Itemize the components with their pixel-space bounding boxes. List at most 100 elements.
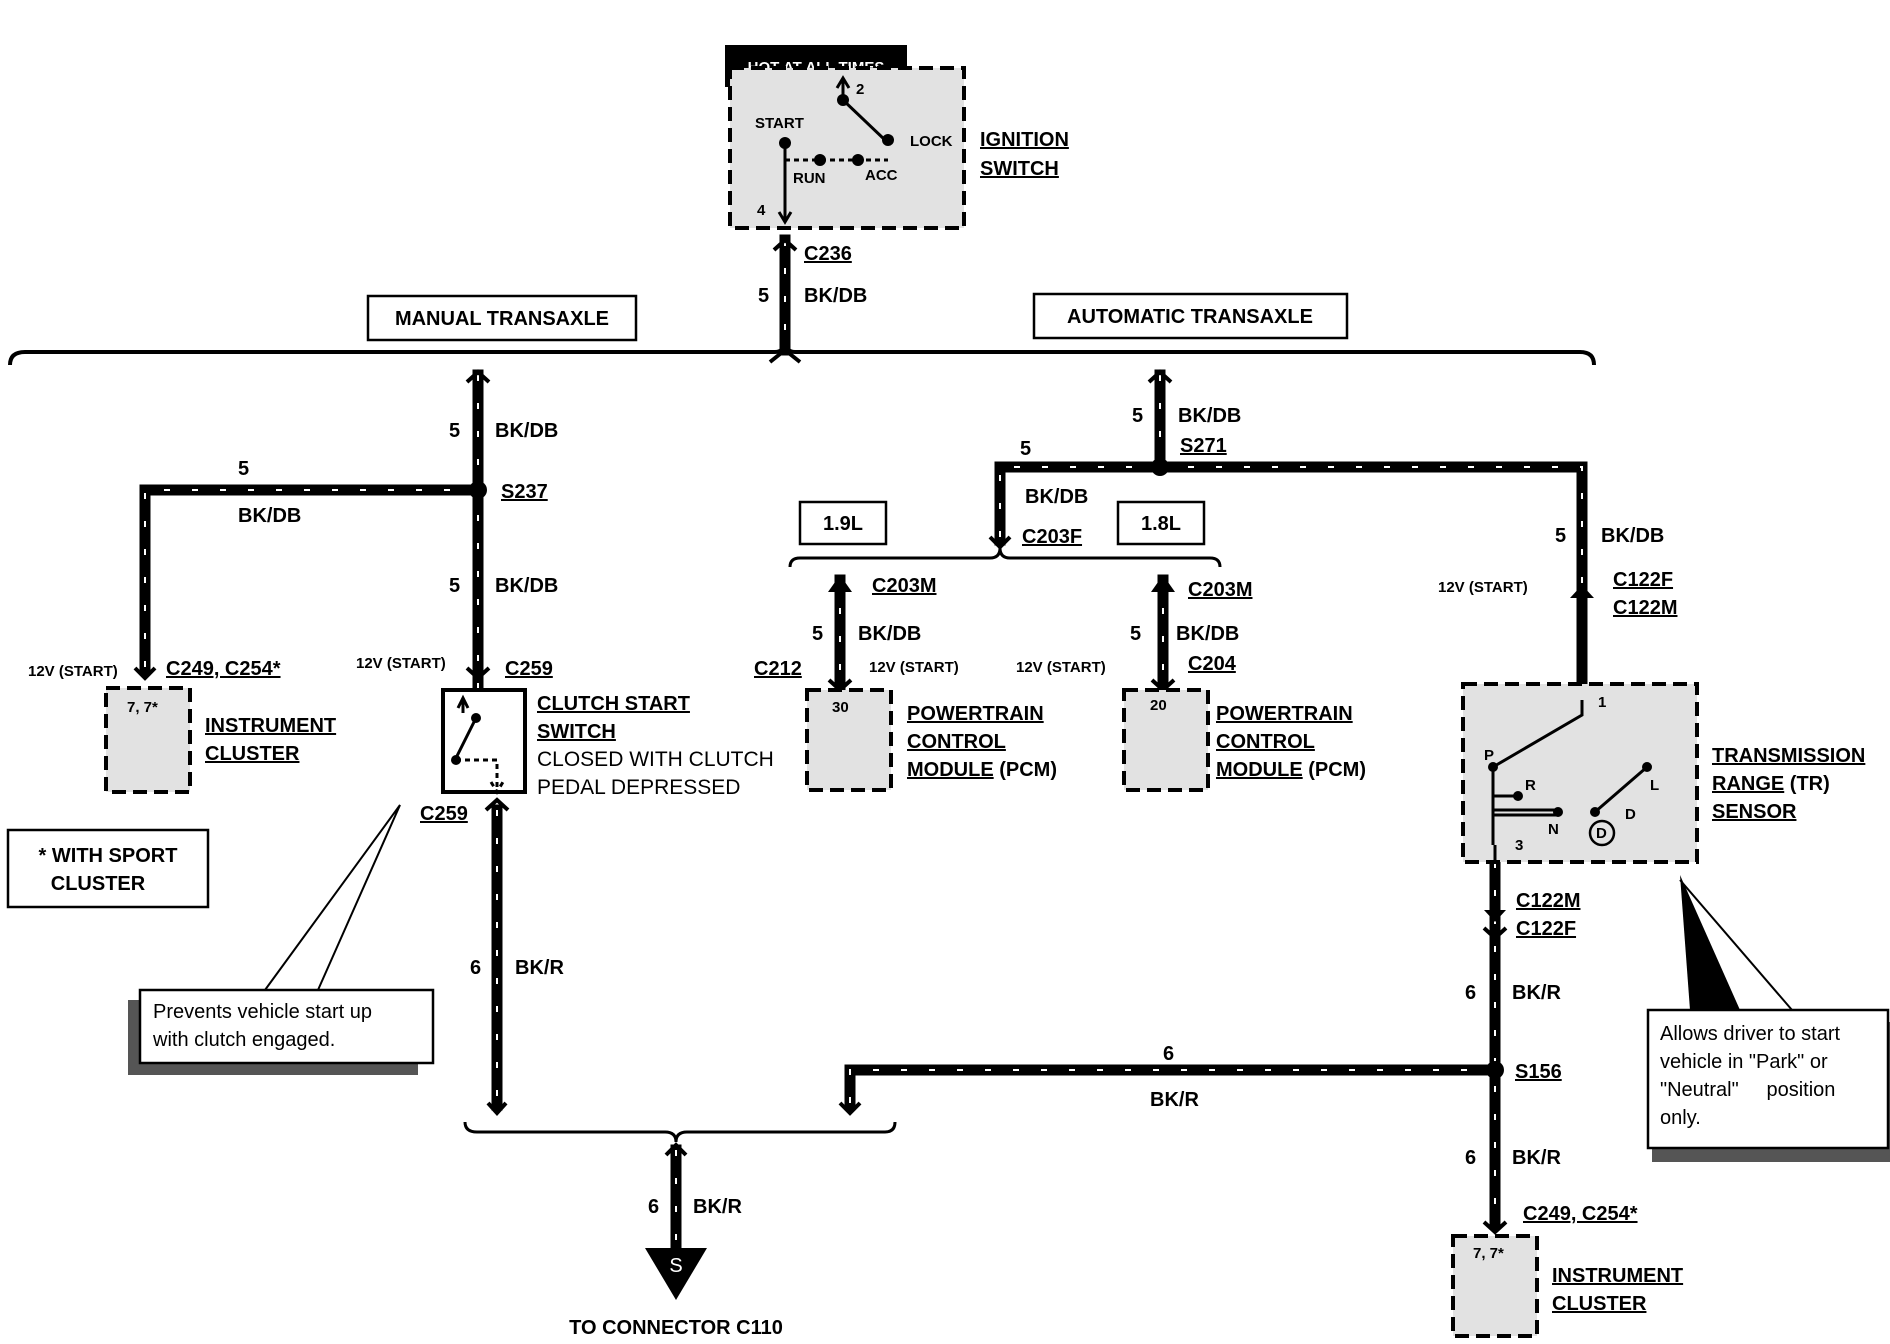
pcm18-12v-start: 12V (START) bbox=[1016, 659, 1106, 676]
connector-c203m-19: C203M bbox=[872, 575, 936, 597]
connector-c122m-bottom: C122M bbox=[1516, 890, 1580, 912]
engine-19-label: 1.9L bbox=[823, 513, 863, 535]
pcm-18-name-2: CONTROL bbox=[1216, 731, 1315, 753]
ignition-switch-name-1: IGNITION bbox=[980, 129, 1069, 151]
tr-callout-line-2: vehicle in "Park" or bbox=[1660, 1051, 1828, 1073]
splice-s271: S271 bbox=[1180, 435, 1227, 457]
clutch-callout-pointer bbox=[264, 804, 401, 991]
connector-marks bbox=[133, 237, 1594, 1235]
ignition-start-label: START bbox=[755, 115, 804, 132]
connector-c249-c254-left: C249, C254* bbox=[166, 658, 281, 680]
clutch-12v-start: 12V (START) bbox=[356, 655, 446, 672]
automatic-transaxle-label: AUTOMATIC TRANSAXLE bbox=[1067, 306, 1313, 328]
transaxle-bracket bbox=[8, 339, 1596, 366]
cluster-name-right-2: CLUSTER bbox=[1552, 1293, 1647, 1315]
pcm-19l bbox=[805, 688, 893, 792]
connector-c204: C204 bbox=[1188, 653, 1237, 675]
pcm-18-name-1: POWERTRAIN bbox=[1216, 703, 1353, 725]
wire-number-5-s237: 5 bbox=[238, 458, 249, 480]
ignition-lock-label: LOCK bbox=[910, 133, 953, 150]
pcm19-12v-start: 12V (START) bbox=[869, 659, 959, 676]
tr-pin-3: 3 bbox=[1515, 837, 1523, 854]
connector-c212: C212 bbox=[754, 658, 802, 680]
instrument-cluster-left bbox=[104, 686, 192, 794]
wire-number-5-pcm19: 5 bbox=[812, 623, 823, 645]
wire-number-6-clutch: 6 bbox=[470, 957, 481, 979]
tr-pin-1: 1 bbox=[1598, 694, 1606, 711]
wire-color-bkdb-pcm19: BK/DB bbox=[858, 623, 921, 645]
ignition-switch-name-2: SWITCH bbox=[980, 158, 1059, 180]
tr-sensor-name-1: TRANSMISSION bbox=[1712, 745, 1865, 767]
tr-callout-pointer bbox=[1680, 875, 1740, 1010]
tr-sensor-name-2: RANGE (TR) bbox=[1712, 773, 1830, 795]
ignition-pin-4: 4 bbox=[757, 202, 766, 219]
instrument-cluster-right bbox=[1451, 1234, 1539, 1338]
ignition-switch: START RUN ACC LOCK 2 4 bbox=[728, 66, 966, 230]
tr-pos-r: R bbox=[1525, 777, 1536, 794]
wire-color-bkdb-pcm18: BK/DB bbox=[1176, 623, 1239, 645]
wire-color-bkdb-tr: BK/DB bbox=[1601, 525, 1664, 547]
cluster-name-right-1: INSTRUMENT bbox=[1552, 1265, 1683, 1287]
wire-number-6-cluster: 6 bbox=[1465, 1147, 1476, 1169]
manual-transaxle-box bbox=[366, 294, 638, 342]
connector-c203f: C203F bbox=[1022, 526, 1082, 548]
ignition-run-label: RUN bbox=[793, 170, 826, 187]
ignition-pin-2: 2 bbox=[856, 81, 864, 98]
splice-s237-dot bbox=[469, 481, 487, 499]
pcm-19-name-1: POWERTRAIN bbox=[907, 703, 1044, 725]
tr-pos-d: D bbox=[1625, 806, 1636, 823]
engine-18-box bbox=[1116, 500, 1206, 546]
clutch-callout-line-2: with clutch engaged. bbox=[152, 1029, 335, 1051]
wire-number-5-clutch: 5 bbox=[449, 575, 460, 597]
engine-18-label: 1.8L bbox=[1141, 513, 1181, 535]
manual-transaxle-label: MANUAL TRANSAXLE bbox=[395, 308, 609, 330]
wire-number-5-auto: 5 bbox=[1132, 405, 1143, 427]
cluster-name-left-2: CLUSTER bbox=[205, 743, 300, 765]
wire-color-bkr-clutch: BK/R bbox=[515, 957, 564, 979]
wire-s271-right bbox=[1154, 461, 1588, 596]
wire-color-bkr-s156: BK/R bbox=[1150, 1089, 1199, 1111]
connector-c236: C236 bbox=[804, 243, 852, 265]
pcm-18-name-3: MODULE (PCM) bbox=[1216, 759, 1366, 781]
tr-pos-p: P bbox=[1484, 747, 1494, 764]
wire-s237-cluster bbox=[139, 484, 484, 676]
wire-color-bkdb-auto: BK/DB bbox=[1178, 405, 1241, 427]
transmission-range-sensor: 1 3 P R N D L D bbox=[1461, 682, 1699, 864]
sport-cluster-note-box bbox=[6, 828, 210, 909]
connector-c122m-top: C122M bbox=[1613, 597, 1677, 619]
wire-number-6-ground: 6 bbox=[648, 1196, 659, 1218]
wire-number-6-s156: 6 bbox=[1163, 1043, 1174, 1065]
wire-color-bkdb-s237: BK/DB bbox=[238, 505, 301, 527]
wire-number-5-manual: 5 bbox=[449, 420, 460, 442]
wire-color-bkr-ground: BK/R bbox=[693, 1196, 742, 1218]
engine-19-box bbox=[798, 500, 888, 546]
wire-number-5-tr: 5 bbox=[1555, 525, 1566, 547]
connector-c259-bottom: C259 bbox=[420, 803, 468, 825]
tr-callout-box bbox=[1646, 1008, 1890, 1150]
ignition-acc-label: ACC bbox=[865, 167, 898, 184]
cluster-12v-start: 12V (START) bbox=[28, 663, 118, 680]
wire-number-6-tr: 6 bbox=[1465, 982, 1476, 1004]
clutch-callout-box bbox=[138, 988, 435, 1065]
tr-12v-start: 12V (START) bbox=[1438, 579, 1528, 596]
tr-pos-circle-d: D bbox=[1596, 825, 1607, 842]
automatic-transaxle-box bbox=[1032, 292, 1349, 340]
pcm-18l bbox=[1122, 688, 1210, 792]
wire-color-bkdb-ign: BK/DB bbox=[804, 285, 867, 307]
splice-s156: S156 bbox=[1515, 1061, 1562, 1083]
splice-s-symbol bbox=[645, 1248, 707, 1300]
wire-color-bkr-tr: BK/R bbox=[1512, 982, 1561, 1004]
cluster-pin-left: 7, 7* bbox=[127, 699, 158, 716]
cluster-pin-right: 7, 7* bbox=[1473, 1245, 1504, 1262]
pcm-19-name-2: CONTROL bbox=[907, 731, 1006, 753]
tr-sensor-name-3: SENSOR bbox=[1712, 801, 1797, 823]
tr-pos-l: L bbox=[1650, 777, 1659, 794]
pcm-19-name-3: MODULE (PCM) bbox=[907, 759, 1057, 781]
wire-number-5-s271: 5 bbox=[1020, 438, 1031, 460]
pcm-18-pin: 20 bbox=[1150, 697, 1167, 714]
pcm-19-pin: 30 bbox=[832, 699, 849, 716]
tr-callout-line-3: "Neutral" position bbox=[1660, 1079, 1835, 1101]
clutch-callout-line-1: Prevents vehicle start up bbox=[153, 1001, 372, 1023]
clutch-switch-name-1: CLUTCH START bbox=[537, 693, 690, 715]
